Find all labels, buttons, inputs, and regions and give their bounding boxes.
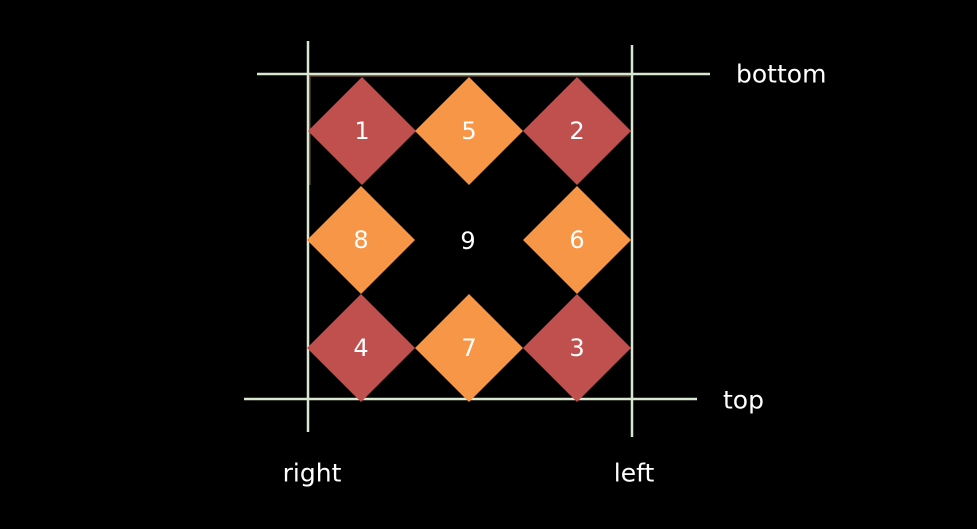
diamond-tile-3 bbox=[523, 294, 631, 402]
diamond-tile-2 bbox=[523, 77, 631, 185]
tile-label-5: 5 bbox=[461, 117, 476, 145]
diamond-tile-1 bbox=[308, 77, 416, 185]
tile-label-2: 2 bbox=[569, 117, 584, 145]
tile-label-8: 8 bbox=[353, 226, 368, 254]
tile-group: 1 5 2 8 6 4 7 3 bbox=[307, 77, 631, 402]
bottom-label: bottom bbox=[736, 60, 826, 89]
diamond-tile-6 bbox=[523, 186, 631, 294]
tile-label-3: 3 bbox=[569, 334, 584, 362]
diamond-tile-8 bbox=[307, 186, 415, 294]
tile-label-6: 6 bbox=[569, 226, 584, 254]
left-label: left bbox=[614, 459, 655, 488]
tile-label-7: 7 bbox=[461, 334, 476, 362]
right-label: right bbox=[283, 459, 342, 488]
diamond-tile-5 bbox=[415, 77, 523, 185]
diamond-tile-4 bbox=[307, 294, 415, 402]
diamond-tile-7 bbox=[415, 294, 523, 402]
center-label: 9 bbox=[460, 227, 475, 255]
tile-label-1: 1 bbox=[354, 117, 369, 145]
tile-label-4: 4 bbox=[353, 334, 368, 362]
top-label: top bbox=[723, 386, 764, 415]
